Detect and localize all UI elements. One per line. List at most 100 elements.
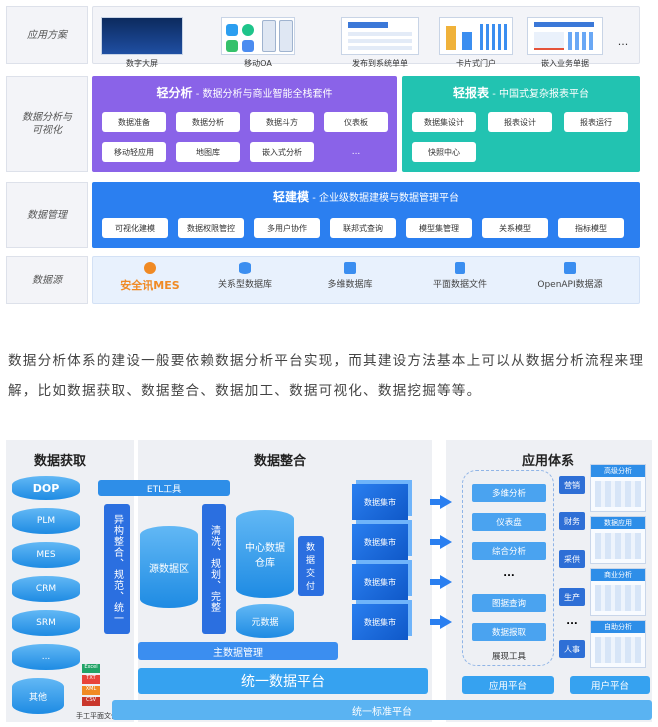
qingbaobiao-tagline: - 中国式复杂报表平台 <box>492 89 589 100</box>
source-label: 平面数据文件 <box>432 280 487 290</box>
source-item: 关系型数据库 <box>190 262 300 290</box>
chip: 仪表板 <box>324 112 388 132</box>
source-system: ... <box>12 644 80 670</box>
qingjianmo-brand: 轻建模 <box>273 190 310 204</box>
department-more: ... <box>566 616 578 627</box>
unified-standard-platform: 统一标准平台 <box>112 700 652 720</box>
row-label-analysis: 数据分析与 可视化 <box>6 76 88 172</box>
arrow-right-icon <box>430 615 452 629</box>
body-paragraph: 数据分析体系的建设一般要依赖数据分析平台实现，而其建设方法基本上可以从数据分析流… <box>8 353 645 399</box>
qingfenxi-tagline: - 数据分析与商业智能全栈套件 <box>195 89 333 100</box>
publish-system-thumbnail <box>341 17 419 55</box>
chip: 多用户协作 <box>254 218 320 238</box>
arrow-right-icon <box>430 575 452 589</box>
mes-logo-icon <box>144 262 156 274</box>
app-card: 商业分析 <box>590 568 646 616</box>
department-tag: 采供 <box>559 550 585 568</box>
app-caption: 移动OA <box>244 59 272 68</box>
chip: 报表运行 <box>564 112 628 132</box>
department-tag: 营销 <box>559 476 585 494</box>
apps-band: 数字大屏 移动OA 发布到系统单单 卡片式门户 嵌入业务单据 ... <box>92 6 640 68</box>
chip: 数据准备 <box>102 112 166 132</box>
source-label: 安全讯MES <box>120 279 180 292</box>
source-system: CRM <box>12 576 80 602</box>
database-icon <box>239 262 251 274</box>
row-label-management: 数据管理 <box>6 182 88 248</box>
app-caption: 数字大屏 <box>126 59 158 68</box>
chip-more: ... <box>351 147 361 157</box>
app-card: 高级分析 <box>590 464 646 512</box>
source-label: 多维数据库 <box>327 280 373 290</box>
qingbaobiao-header: 轻报表 - 中国式复杂报表平台 <box>402 84 640 101</box>
source-system: 其他 <box>12 678 64 714</box>
csv-file-icon: CSV <box>82 697 100 706</box>
row-label-apps: 应用方案 <box>6 6 88 64</box>
source-item: 安全讯MES <box>95 262 205 293</box>
presentation-tools-frame <box>462 470 554 666</box>
chip: 关系模型 <box>482 218 548 238</box>
source-item: OpenAPI数据源 <box>515 262 625 290</box>
source-item: 多维数据库 <box>295 262 405 290</box>
qingfenxi-brand: 轻分析 <box>156 86 193 100</box>
apps-more: ... <box>617 35 629 48</box>
chip: 模型集管理 <box>406 218 472 238</box>
chip: 嵌入式分析 <box>250 142 314 162</box>
source-system: PLM <box>12 508 80 534</box>
excel-file-icon: Excel <box>82 664 100 673</box>
chip: 联邦式查询 <box>330 218 396 238</box>
integration-title: 数据整合 <box>254 454 307 469</box>
arrow-right-icon <box>430 535 452 549</box>
api-icon <box>564 262 576 274</box>
tool-item: 综合分析 <box>472 542 546 560</box>
app-caption: 卡片式门户 <box>456 59 496 68</box>
data-mart-cube: 数据集市 <box>352 524 408 560</box>
department-tag: 人事 <box>559 640 585 658</box>
presentation-tools-label: 展现工具 <box>491 652 526 662</box>
source-band <box>92 256 640 304</box>
app-platform: 应用平台 <box>462 676 554 694</box>
cleaning-bar: 清洗、规划、完整 <box>202 504 226 634</box>
tool-item: 图据查询 <box>472 594 546 612</box>
chip: 数据分析 <box>176 112 240 132</box>
chip: 报表设计 <box>488 112 552 132</box>
department-tag: 生产 <box>559 588 585 606</box>
department-tag: 财务 <box>559 512 585 530</box>
txt-file-icon: TXT <box>82 675 100 684</box>
central-data-warehouse: 中心数据仓库 <box>236 510 294 598</box>
application-title: 应用体系 <box>522 454 575 469</box>
qingjianmo-band: 轻建模 - 企业级数据建模与数据管理平台 可视化建模 数据权限管控 多用户协作 … <box>92 182 640 248</box>
app-caption: 嵌入业务单据 <box>541 59 589 68</box>
data-mart-cube: 数据集市 <box>352 604 408 640</box>
qingfenxi-header: 轻分析 - 数据分析与商业智能全栈套件 <box>92 84 397 101</box>
tool-more: ... <box>503 568 515 579</box>
data-mart-cube: 数据集市 <box>352 484 408 520</box>
chip: 地图库 <box>176 142 240 162</box>
source-label: OpenAPI数据源 <box>537 280 603 290</box>
master-data-bar: 主数据管理 <box>138 642 338 660</box>
file-icon <box>455 262 465 274</box>
user-platform: 用户平台 <box>570 676 650 694</box>
source-system: MES <box>12 542 80 568</box>
qingjianmo-tagline: - 企业级数据建模与数据管理平台 <box>312 193 459 204</box>
embedded-form-thumbnail <box>527 17 603 55</box>
chip: 可视化建模 <box>102 218 168 238</box>
qingjianmo-header: 轻建模 - 企业级数据建模与数据管理平台 <box>92 188 640 205</box>
unified-data-platform: 统一数据平台 <box>138 668 428 694</box>
app-caption: 发布到系统单单 <box>352 59 408 68</box>
chip: 移动轻应用 <box>102 142 166 162</box>
chip: 快照中心 <box>412 142 476 162</box>
mobile-oa-thumbnail <box>221 17 295 55</box>
dashboard-screen-thumbnail <box>101 17 183 55</box>
app-card-title: 高级分析 <box>591 465 645 477</box>
card-portal-thumbnail <box>439 17 513 55</box>
qingfenxi-band: 轻分析 - 数据分析与商业智能全栈套件 数据准备 数据分析 数据斗方 仪表板 移… <box>92 76 397 172</box>
chip: 数据斗方 <box>250 112 314 132</box>
app-card: 自助分析 <box>590 620 646 668</box>
chip: 指标模型 <box>558 218 624 238</box>
app-card-title: 商业分析 <box>591 569 645 581</box>
app-card: 数据应用 <box>590 516 646 564</box>
source-system: DOP <box>12 476 80 500</box>
app-card-title: 数据应用 <box>591 517 645 529</box>
acquisition-title: 数据获取 <box>34 454 87 469</box>
arrow-right-icon <box>430 495 452 509</box>
